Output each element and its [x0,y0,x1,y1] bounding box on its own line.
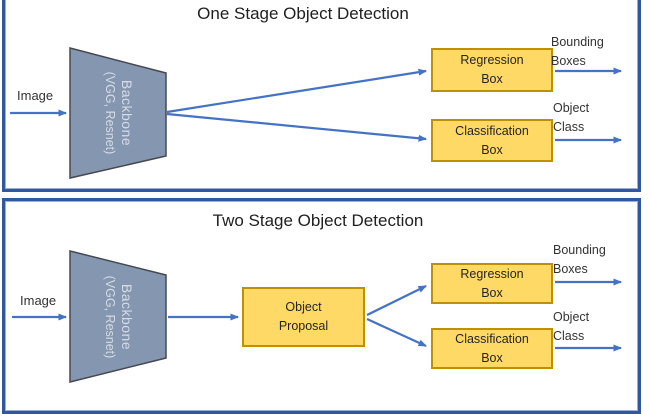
regression-box-one-line1: Regression [460,53,524,68]
object-proposal-box-line1: Object [285,300,322,315]
bounding-boxes-label-one-line2: Boxes [551,54,586,68]
bounding-boxes-label-one-line1: Bounding [551,35,604,49]
two-stage-title: Two Stage Object Detection [212,211,424,230]
backbone-trapezoid-one [69,47,167,179]
bounding-boxes-label-two-line2: Boxes [553,262,588,276]
object-class-label-two: Object Class [553,308,589,346]
arrow-backbone-to-regression-one [166,68,427,114]
backbone-label-two: Backbone (VGG, Resnet) [102,247,136,387]
bounding-boxes-label-two-line1: Bounding [553,243,606,257]
classification-box-one: Classification Box [431,119,553,162]
connector-layer [10,47,622,383]
object-class-label-two-line1: Object [553,310,590,324]
regression-box-one-line2: Box [481,72,503,86]
classification-box-two: Classification Box [431,328,553,369]
backbone-sub-one: (VGG, Resnet) [103,71,118,155]
arrow-backbone-to-classification-one [166,112,427,142]
arrow-proposal-to-classification [366,317,427,348]
object-proposal-box-line2: Proposal [278,319,329,333]
regression-box-two: Regression Box [431,263,553,304]
image-input-label-one: Image [17,88,54,103]
object-class-label-one-line1: Object [553,101,590,115]
image-input-label-two: Image [20,293,57,308]
arrow-proposal-to-regression [366,285,427,316]
backbone-name-two: Backbone [119,283,136,351]
backbone-sub-two: (VGG, Resnet) [103,275,118,359]
regression-box-two-line1: Regression [460,266,524,281]
backbone-trapezoid-two [69,250,167,383]
object-class-label-one: Object Class [553,99,589,137]
classification-box-two-line1: Classification [455,331,529,346]
backbone-name-one: Backbone [119,79,136,147]
object-class-label-one-line2: Class [553,120,585,134]
regression-box-one: Regression Box [431,48,553,92]
regression-box-two-line2: Box [481,285,503,300]
bounding-boxes-label-two: Bounding Boxes [553,241,606,279]
backbone-label-one: Backbone (VGG, Resnet) [102,43,136,183]
classification-box-one-line2: Box [481,142,503,157]
classification-box-two-line2: Box [481,350,503,365]
classification-box-one-line1: Classification [455,123,529,138]
one-stage-title: One Stage Object Detection [197,4,409,23]
object-class-label-two-line2: Class [553,329,585,343]
one-stage-panel [2,0,641,192]
bounding-boxes-label-one: Bounding Boxes [551,33,604,71]
object-proposal-box: Object Proposal [242,287,365,347]
